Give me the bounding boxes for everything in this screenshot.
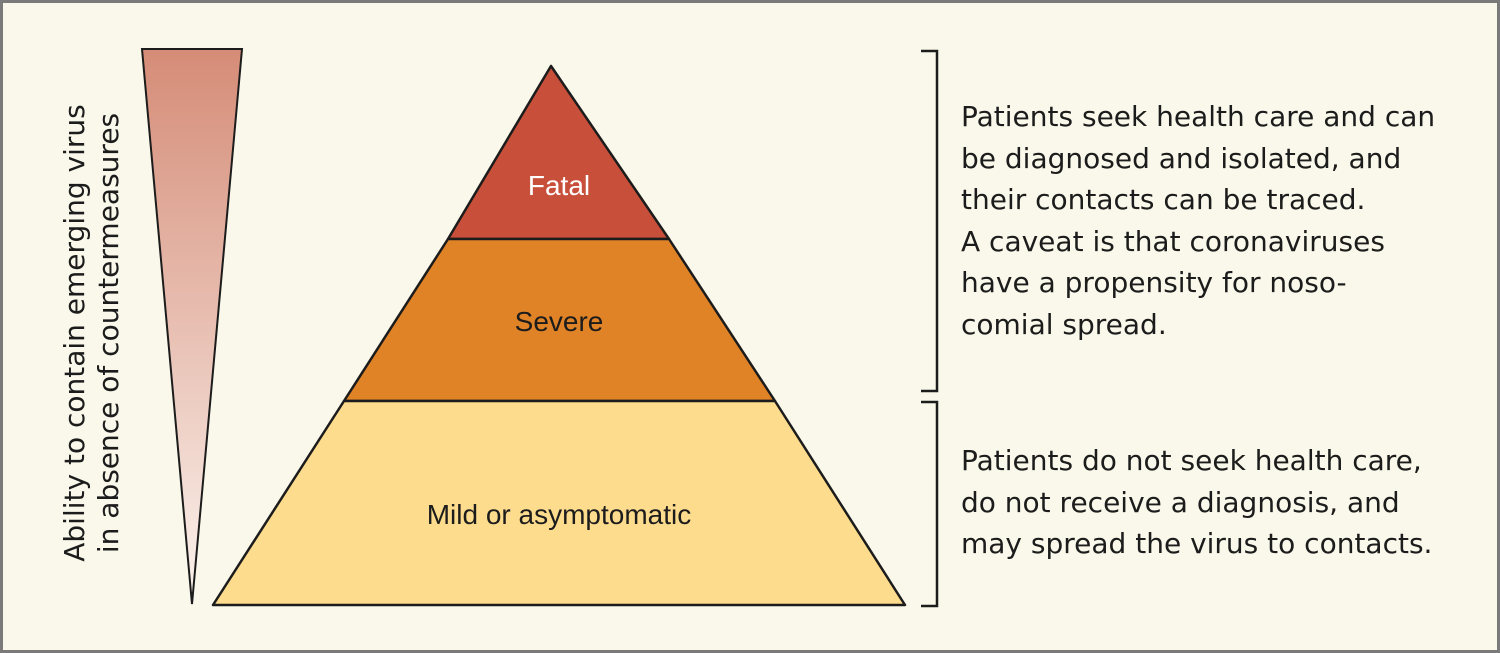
bracket-lower [921,400,939,608]
tier-label-mild: Mild or asymptomatic [427,499,692,530]
tier-label-fatal: Fatal [528,170,590,201]
pyramid-tier-fatal [446,64,671,241]
side-axis-label: Ability to contain emerging virus in abs… [58,104,125,562]
pyramid-tier-mild [211,399,907,607]
bracket-upper [921,49,939,393]
description-upper: Patients seek health care and can be dia… [961,100,1436,341]
diagram-canvas: Fatal Severe Mild or asymptomatic [140,48,939,608]
gradient-wedge [140,48,244,605]
description-lower: Patients do not seek health care, do not… [961,444,1433,560]
tier-label-severe: Severe [515,306,604,337]
